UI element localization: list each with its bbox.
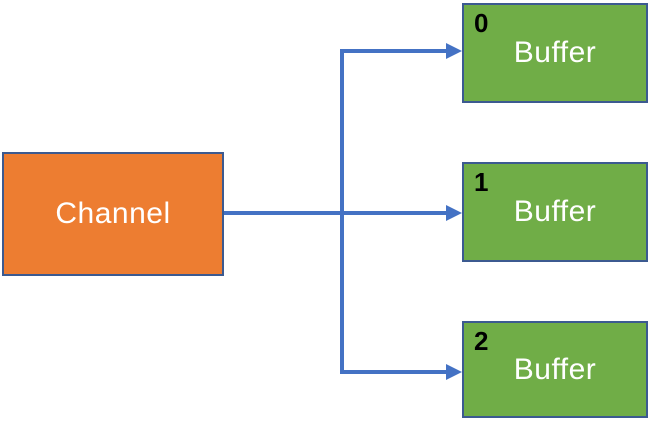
buffer-label-2: Buffer: [513, 352, 597, 386]
arrowhead-buffer-2: [446, 364, 462, 380]
arrow-branch-to-buffer-2: [340, 211, 448, 374]
arrowhead-buffer-0: [446, 43, 462, 59]
buffer-label-0: Buffer: [513, 36, 597, 69]
buffer-index-2: 2: [474, 326, 489, 356]
arrow-branch-to-buffer-0: [340, 49, 448, 215]
arrowhead-buffer-1: [446, 205, 462, 221]
buffer-box-0: 0 Buffer: [462, 3, 648, 103]
buffer-box-2: 2 Buffer: [462, 321, 648, 418]
buffer-index-0: 0: [474, 8, 489, 38]
buffer-index-1: 1: [474, 167, 489, 197]
buffer-label-1: Buffer: [513, 195, 597, 228]
channel-box: Channel: [2, 152, 224, 276]
buffer-box-1: 1 Buffer: [462, 162, 648, 262]
channel-label: Channel: [55, 197, 171, 230]
